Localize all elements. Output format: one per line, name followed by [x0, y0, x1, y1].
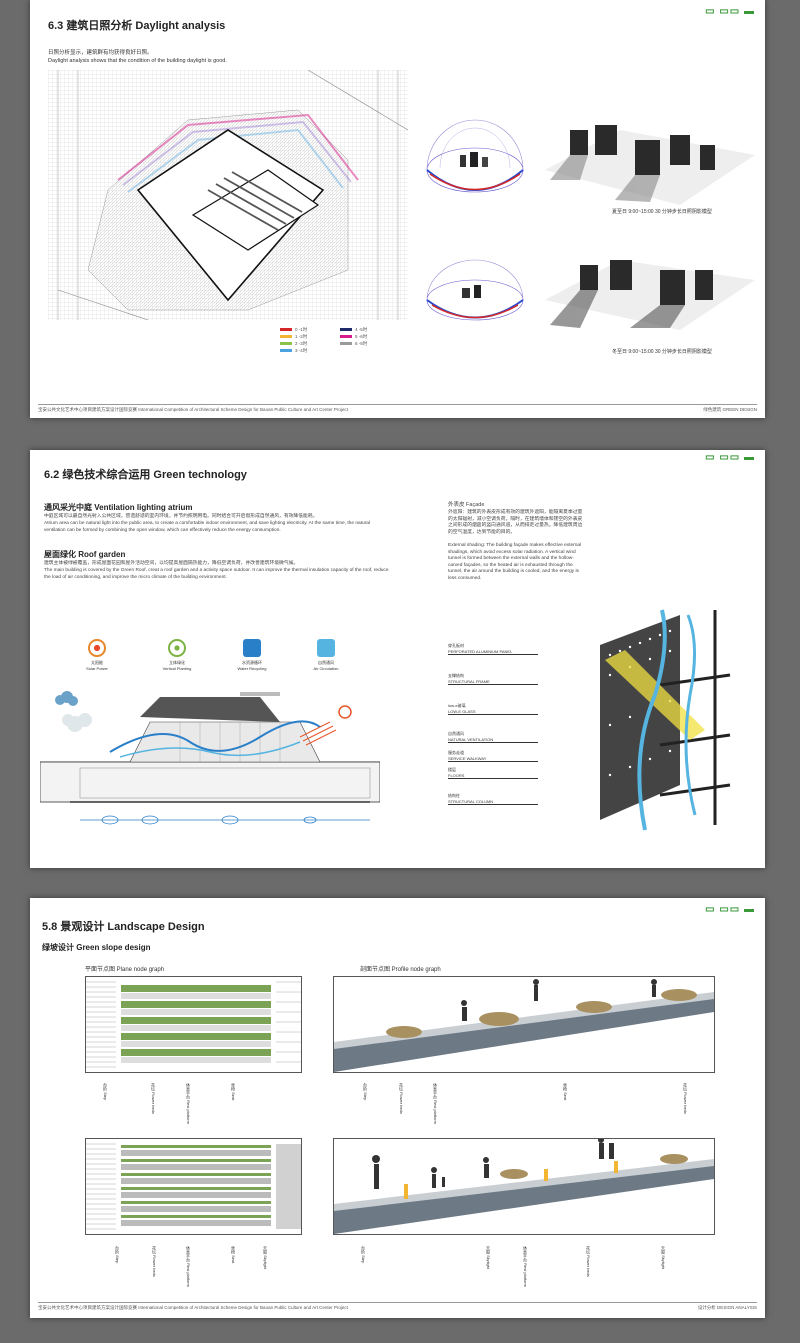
- legend-item: 4 -5时: [340, 327, 367, 333]
- callout-label: 坐椅 Seat: [231, 1246, 236, 1264]
- footer-right-text: 绿色建筑 GREEN DESIGN: [703, 407, 757, 412]
- building-section-drawing: [40, 691, 380, 825]
- water-recycling-icon: [243, 639, 261, 657]
- shadow-model-winter: [545, 260, 755, 330]
- section-title: 屋面绿化 Roof garden: [44, 550, 126, 559]
- callout-label: 天窗 Skylight: [486, 1246, 491, 1270]
- callout-label: 休息平台 Rest platform: [186, 1246, 191, 1287]
- section-body-en: Atrium area can be natural light into th…: [44, 521, 371, 533]
- vertical-planting-icon: [168, 639, 186, 657]
- caption-winter: 冬至日 9:00~15:00 30 分钟步长日照阴影模型: [612, 349, 712, 355]
- legend-item: 1 -2时: [280, 334, 307, 340]
- callout-label: 天窗 Skylight: [263, 1246, 268, 1270]
- icon-label: 水资源循环 Water Recycling: [237, 660, 267, 671]
- page-footer: 宝安公共文化艺术中心项目建筑方案设计国际竞赛 International Com…: [38, 1302, 757, 1313]
- plan-graph-title: 平面节点图 Plane node graph: [85, 967, 165, 973]
- section-body-en: External shading: The building façade ma…: [448, 543, 582, 581]
- callout-label: 花坛 Flower beds: [586, 1246, 591, 1277]
- callout-label: 花坛 Flower beds: [151, 1083, 156, 1114]
- page-footer: 宝安公共文化艺术中心项目建筑方案设计国际竞赛 International Com…: [38, 404, 757, 415]
- legend-item: 5 -6时: [340, 334, 367, 340]
- callout-label: 台阶 Step: [115, 1246, 120, 1264]
- icon-label: 自然通风 Air Circulation: [313, 660, 339, 671]
- description-en: Daylight analysis shows that the conditi…: [48, 58, 227, 64]
- callout-label: 休息平台 Rest platform: [523, 1246, 528, 1287]
- icon-label: 太阳能 Solar Power: [86, 660, 108, 671]
- callout-label: 坐椅 Seat: [563, 1083, 568, 1101]
- plan-node-graph-2: [85, 1138, 302, 1235]
- callout-label: 台阶 Step: [363, 1083, 368, 1101]
- description-cn: 日照分析显示，建筑群有均获得良好日照。: [48, 50, 153, 56]
- page-landscape-design: 5.8 景观设计 Landscape Design ▭ ▭▭ ▬ 绿坡设计 Gr…: [30, 898, 765, 1318]
- callout-label: 花坛 Flower beds: [683, 1083, 688, 1114]
- callout-label: 坐椅 Seat: [231, 1083, 236, 1101]
- callout-label: 天窗 Skylight: [661, 1246, 666, 1270]
- callout-label: 台阶 Step: [103, 1083, 108, 1101]
- section-title-facade: 外表皮 Façade: [448, 502, 485, 508]
- solar-power-icon: [88, 639, 106, 657]
- profile-node-graph: [333, 976, 715, 1073]
- section-title: 通风采光中庭 Ventilation lighting atrium: [44, 503, 193, 512]
- sun-path-dome-winter: [426, 259, 524, 321]
- page-title: 5.8 景观设计 Landscape Design: [42, 921, 205, 933]
- footer-right-text: 设计分析 DESIGN ANALYSIS: [697, 1305, 757, 1310]
- section-body-en: The main building is covered by the Gree…: [44, 568, 389, 580]
- legend-item: 3 -4时: [280, 348, 307, 354]
- legend-item: 0 -1时: [280, 327, 307, 333]
- caption-summer: 夏至日 9:00~15:00 30 分钟步长日照阴影模型: [612, 209, 712, 215]
- page-daylight: 6.3 建筑日照分析 Daylight analysis ▭ ▭▭ ▬ 日照分析…: [30, 0, 765, 418]
- page-title: 6.2 绿色技术综合运用 Green technology: [44, 469, 247, 481]
- callout-label: 休息平台 Rest platform: [433, 1083, 438, 1124]
- section-body-cn: 建筑主体被绿被覆盖，形成屋面花园和屋外活动空间，以均提高屋面隔热能力，降低空调负…: [44, 561, 299, 566]
- brand-logo: ▭ ▭▭ ▬: [705, 6, 755, 17]
- page-green-technology: 6.2 绿色技术综合运用 Green technology ▭ ▭▭ ▬ 通风采…: [30, 450, 765, 868]
- section-subtitle: 绿坡设计 Green slope design: [42, 943, 151, 952]
- callout-label: 休息平台 Rest platform: [186, 1083, 191, 1124]
- site-plan-drawing: [48, 70, 408, 320]
- callout-label: 台阶 Step: [361, 1246, 366, 1264]
- profile-graph-title: 剖面节点图 Profile node graph: [360, 967, 441, 973]
- sun-path-dome-summer: [426, 119, 524, 193]
- icon-label: 立体绿化 Vertical Planting: [162, 660, 192, 671]
- plan-node-graph: [85, 976, 302, 1073]
- shadow-model-summer: [545, 125, 755, 205]
- section-body-cn: 外遮阳：建筑的外表皮形成有效的建筑外遮阳，能隔离夏季过量的太阳辐射，减小空调负荷…: [448, 510, 583, 535]
- legend-item: 6 -8时: [340, 341, 367, 347]
- footer-left-text: 宝安公共文化艺术中心项目建筑方案设计国际竞赛 International Com…: [38, 407, 348, 412]
- section-body-cn: 中庭区域可以最自然光射入公共区域，营造舒适的室内环境，并节约照明用电。同时结合可…: [44, 514, 318, 519]
- callout-label: 花坛 Flower beds: [152, 1246, 157, 1277]
- footer-left-text: 宝安公共文化艺术中心项目建筑方案设计国际竞赛 International Com…: [38, 1305, 348, 1310]
- legend-item: 2 -3时: [280, 341, 307, 347]
- page-title: 6.3 建筑日照分析 Daylight analysis: [48, 20, 226, 32]
- legend: 0 -1时 1 -2时 2 -3时 3 -4时 4 -5时 5 -6时 6 -8…: [280, 327, 420, 357]
- brand-logo: ▭ ▭▭ ▬: [705, 904, 755, 915]
- brand-logo: ▭ ▭▭ ▬: [705, 452, 755, 463]
- profile-node-graph-2: [333, 1138, 715, 1235]
- air-circulation-icon: [317, 639, 335, 657]
- facade-layers-diagram: [600, 609, 731, 831]
- callout-label: 花坛 Flower beds: [399, 1083, 404, 1114]
